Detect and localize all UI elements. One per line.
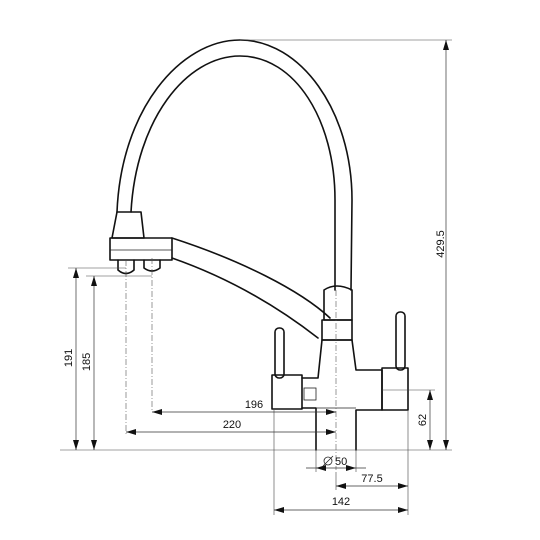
spout-collar <box>321 285 353 341</box>
dimension-height-191: 191 <box>63 268 79 450</box>
label-height-191: 191 <box>63 349 75 367</box>
dimension-reach-220: 220 <box>126 419 336 435</box>
center-lines <box>125 258 337 470</box>
left-lever <box>271 327 303 410</box>
label-height-total: 429.5 <box>435 230 447 258</box>
dimension-height-185: 185 <box>81 276 97 450</box>
spray-head <box>109 211 173 275</box>
extension-lines <box>60 39 452 515</box>
label-reach-196: 196 <box>245 399 263 411</box>
label-width-142: 142 <box>332 496 350 508</box>
dimension-height-total: 429.5 <box>435 40 449 450</box>
gooseneck-spout <box>116 39 353 291</box>
faucet-body <box>301 339 383 451</box>
right-lever <box>381 311 409 411</box>
label-offset-77-5: 77.5 <box>361 473 382 485</box>
label-height-185: 185 <box>81 353 93 371</box>
dimension-reach-196: 196 <box>152 399 336 415</box>
dimension-diameter-50: 50 <box>306 455 366 471</box>
docking-arm <box>171 237 331 339</box>
label-diameter-50: 50 <box>335 456 347 468</box>
dimension-width-142: 142 <box>274 496 408 513</box>
dimension-base-62: 62 <box>417 390 433 450</box>
dimension-offset-77-5: 77.5 <box>335 472 408 490</box>
diameter-symbol-icon <box>322 455 334 467</box>
label-reach-220: 220 <box>223 419 241 431</box>
label-base-62: 62 <box>417 414 429 426</box>
